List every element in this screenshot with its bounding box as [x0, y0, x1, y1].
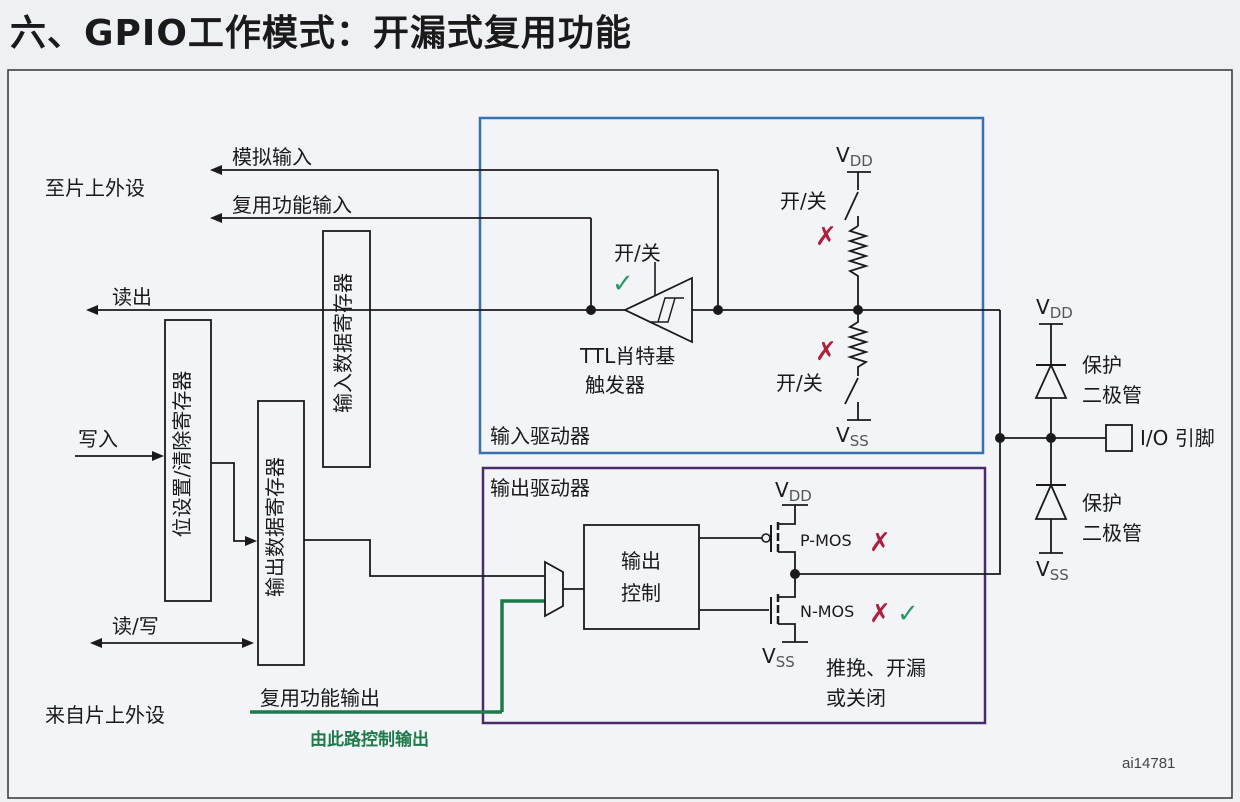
- io-pin-icon: [1105, 424, 1133, 452]
- pmos-vdd-label: VDD: [775, 478, 812, 505]
- analog-input-node: [713, 305, 723, 315]
- figure-id: ai14781: [1122, 755, 1175, 772]
- nmos-check-icon: ✓: [897, 599, 919, 629]
- mode-line2: 或关闭: [826, 686, 886, 710]
- mode-line1: 推挽、开漏: [826, 656, 926, 680]
- write-in-label: 写入: [78, 427, 118, 451]
- pullup-resistor: [846, 225, 870, 310]
- output-mux: [544, 560, 564, 618]
- alt-output-note: 由此路控制输出: [310, 729, 429, 750]
- pullup-onoff-label: 开/关: [780, 189, 827, 213]
- input-data-register-label: 输入数据寄存器: [331, 273, 355, 413]
- alt-input-node: [586, 305, 596, 315]
- pmos-cross-icon: ✗: [869, 528, 891, 558]
- slide-title: 六、GPIO工作模式：开漏式复用功能: [10, 13, 632, 54]
- input-data-register: [322, 230, 371, 468]
- nmos-transistor: [770, 574, 796, 642]
- output-control-line1: 输出: [621, 549, 661, 573]
- ttl-label-line1: TTL肖特基: [579, 344, 675, 368]
- output-driver-label: 输出驱动器: [490, 476, 590, 500]
- odr-to-mux-line: [304, 539, 545, 577]
- diode-vss-label: VSS: [1036, 557, 1069, 584]
- input-driver-box: [478, 116, 985, 455]
- analog-input-label: 模拟输入: [232, 145, 312, 169]
- pullup-switch: [844, 191, 859, 221]
- bsrr-register: [164, 319, 212, 602]
- pulldown-resistor: [846, 310, 870, 376]
- nmos-label: N-MOS: [800, 602, 854, 621]
- output-control-line2: 控制: [621, 581, 661, 605]
- alt-input-label: 复用功能输入: [232, 193, 352, 217]
- upper-diode-icon: [1034, 362, 1068, 399]
- to-peripheral-label: 至片上外设: [45, 176, 145, 200]
- pulldown-onoff-label: 开/关: [776, 371, 823, 395]
- lower-diode-label-line2: 二极管: [1082, 521, 1142, 545]
- upper-diode-label-line1: 保护: [1082, 353, 1122, 377]
- pullup-vdd-label: VDD: [836, 143, 873, 170]
- read-write-label: 读/写: [112, 614, 159, 638]
- read-out-label: 读出: [112, 285, 152, 309]
- from-peripheral-label: 来自片上外设: [45, 703, 165, 727]
- output-data-register: [257, 400, 305, 666]
- trigger-check-icon: ✓: [612, 269, 634, 299]
- upper-diode-label-line2: 二极管: [1082, 383, 1142, 407]
- diagram-frame: [7, 69, 1233, 799]
- io-pin-label: I/O 引脚: [1140, 426, 1215, 450]
- alt-output-path: [500, 599, 545, 712]
- pulldown-vss-label: VSS: [836, 423, 869, 450]
- input-driver-label: 输入驱动器: [490, 424, 590, 448]
- pullup-cross-icon: ✗: [815, 222, 837, 252]
- output-control-block: [583, 524, 700, 630]
- lower-diode-icon: [1034, 482, 1068, 520]
- trigger-onoff-label: 开/关: [614, 241, 661, 265]
- alt-output-label: 复用功能输出: [260, 686, 380, 710]
- pmos-label: P-MOS: [800, 531, 852, 550]
- output-driver-box: [481, 466, 987, 725]
- nmos-cross-icon: ✗: [869, 599, 891, 629]
- hysteresis-icon: [650, 297, 684, 323]
- pmos-transistor: [761, 505, 796, 574]
- pulldown-switch: [844, 377, 859, 405]
- nmos-vss-label: VSS: [762, 644, 795, 671]
- pulldown-cross-icon: ✗: [815, 337, 837, 367]
- pin-node-left: [995, 433, 1005, 443]
- bsrr-to-odr-line: [211, 462, 257, 546]
- lower-diode-label-line1: 保护: [1082, 491, 1122, 515]
- ttl-label-line2: 触发器: [585, 373, 645, 397]
- output-to-pin-line: [795, 310, 1001, 575]
- output-data-register-label: 输出数据寄存器: [263, 457, 287, 597]
- diode-vdd-label: VDD: [1036, 295, 1073, 322]
- bsrr-register-label: 位设置/清除寄存器: [170, 371, 194, 538]
